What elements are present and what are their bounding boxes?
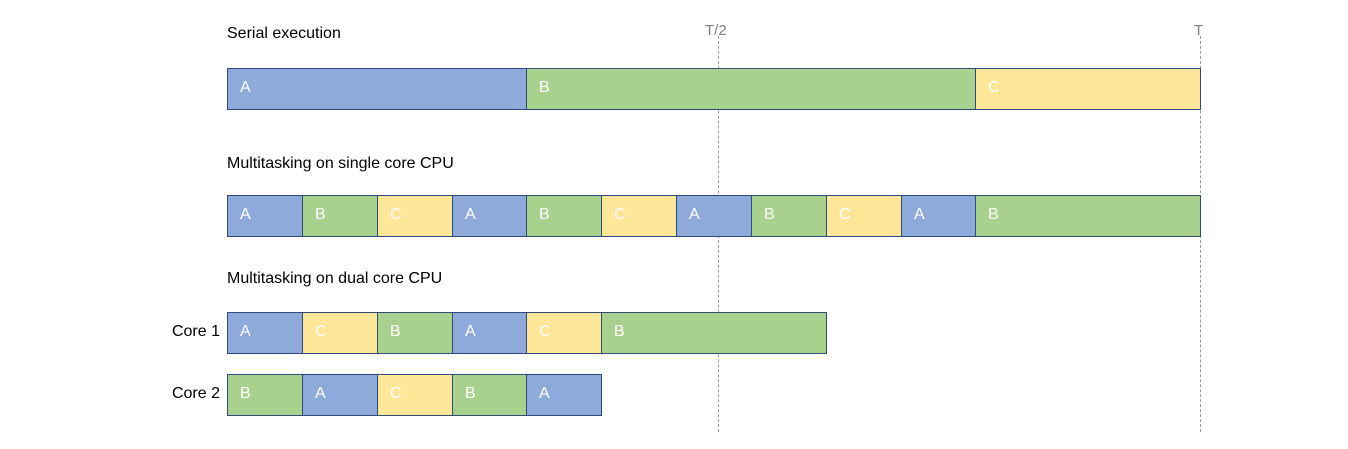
task-segment-b: B xyxy=(601,312,827,354)
task-segment-c: C xyxy=(526,312,602,354)
task-label: C xyxy=(988,79,1000,96)
task-label: A xyxy=(315,385,326,402)
task-segment-b: B xyxy=(377,312,453,354)
task-segment-c: C xyxy=(377,374,453,416)
task-segment-a: A xyxy=(452,312,528,354)
task-segment-c: C xyxy=(826,195,902,237)
task-label: C xyxy=(539,323,551,340)
task-segment-c: C xyxy=(601,195,677,237)
task-segment-a: A xyxy=(227,195,303,237)
task-segment-b: B xyxy=(302,195,378,237)
task-label: A xyxy=(240,323,251,340)
task-label: B xyxy=(539,206,550,223)
task-label: B xyxy=(465,385,476,402)
task-label: A xyxy=(465,206,476,223)
core-1-label: Core 1 xyxy=(171,323,220,340)
task-segment-a: A xyxy=(227,68,527,110)
task-segment-b: B xyxy=(227,374,303,416)
core-2-label: Core 2 xyxy=(171,385,220,402)
marker-full-label: T xyxy=(1194,22,1204,39)
task-label: A xyxy=(539,385,550,402)
task-segment-b: B xyxy=(526,195,602,237)
task-segment-b: B xyxy=(526,68,976,110)
task-label: B xyxy=(315,206,326,223)
task-label: C xyxy=(390,206,402,223)
serial-row: A B C xyxy=(227,68,1202,110)
task-label: A xyxy=(914,206,925,223)
task-label: B xyxy=(614,323,625,340)
task-label: B xyxy=(390,323,401,340)
task-segment-b: B xyxy=(452,374,528,416)
task-segment-c: C xyxy=(302,312,378,354)
task-label: A xyxy=(689,206,700,223)
serial-title: Serial execution xyxy=(227,25,341,42)
task-segment-a: A xyxy=(676,195,752,237)
task-label: C xyxy=(614,206,626,223)
task-label: B xyxy=(240,385,251,402)
task-label: B xyxy=(539,79,550,96)
task-label: A xyxy=(240,206,251,223)
task-segment-a: A xyxy=(526,374,602,416)
task-segment-c: C xyxy=(377,195,453,237)
task-label: B xyxy=(764,206,775,223)
marker-half-label: T/2 xyxy=(705,22,727,39)
task-label: C xyxy=(839,206,851,223)
task-label: A xyxy=(240,79,251,96)
task-segment-a: A xyxy=(227,312,303,354)
single-core-title: Multitasking on single core CPU xyxy=(227,155,454,172)
task-label: B xyxy=(988,206,999,223)
task-label: C xyxy=(315,323,327,340)
task-segment-a: A xyxy=(302,374,378,416)
task-label: A xyxy=(465,323,476,340)
task-segment-a: A xyxy=(452,195,528,237)
task-label: C xyxy=(390,385,402,402)
task-segment-a: A xyxy=(901,195,977,237)
task-segment-c: C xyxy=(975,68,1201,110)
dual-core-title: Multitasking on dual core CPU xyxy=(227,270,443,287)
task-segment-b: B xyxy=(975,195,1201,237)
task-segment-b: B xyxy=(751,195,827,237)
